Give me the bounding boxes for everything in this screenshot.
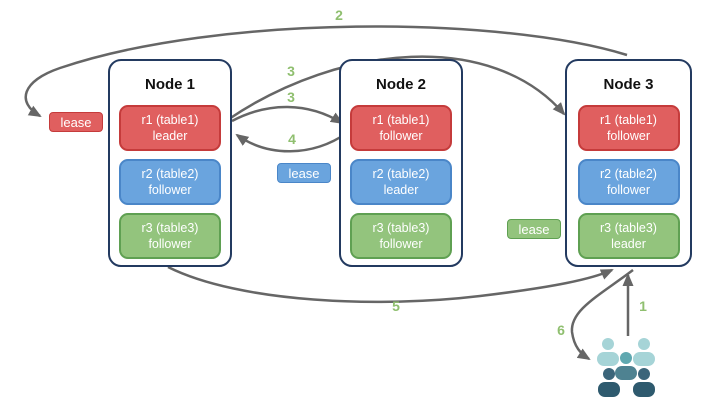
range-role: follower (148, 183, 192, 197)
range-role: leader (611, 237, 646, 251)
range-name: r1 (table1) (600, 112, 657, 127)
step-label-4: 4 (288, 131, 296, 147)
step-label-6: 6 (557, 322, 565, 338)
arrow-step-6-response (570, 269, 634, 361)
step-label-3b: 3 (287, 89, 295, 105)
node-1: Node 1 r1 (table1) leader r2 (table2) fo… (108, 59, 232, 267)
node-1-range-r1: r1 (table1) leader (119, 105, 221, 151)
lease-badge-r2: lease (277, 163, 331, 183)
node-2-title: Node 2 (375, 76, 426, 93)
lease-badge-r1: lease (49, 112, 103, 132)
node-2-range-r2: r2 (table2) leader (350, 159, 452, 205)
arrow-step-5-forward (167, 265, 614, 304)
node-2-range-r3: r3 (table3) follower (350, 213, 452, 259)
node-3-range-r3: r3 (table3) leader (577, 213, 680, 259)
node-3-title: Node 3 (603, 76, 654, 93)
range-name: r1 (table1) (141, 112, 199, 127)
step-label-2: 2 (335, 7, 343, 23)
range-name: r3 (table3) (372, 220, 430, 235)
range-name: r3 (table3) (600, 220, 657, 235)
node-3-range-r2: r2 (table2) follower (577, 159, 680, 205)
range-role: follower (379, 237, 423, 251)
range-name: r2 (table2) (600, 166, 657, 181)
node-2-range-r1: r1 (table1) follower (350, 105, 452, 151)
range-name: r2 (table2) (372, 166, 430, 181)
arrow-step-2-lease-transfer (24, 25, 628, 118)
range-name: r2 (table2) (141, 166, 199, 181)
range-role: leader (152, 129, 188, 143)
users-icon (597, 338, 655, 397)
range-name: r1 (table1) (372, 112, 430, 127)
step-label-1: 1 (639, 298, 647, 314)
node-1-range-r3: r3 (table3) follower (119, 213, 221, 259)
range-role: leader (383, 183, 419, 197)
lease-badge-r3: lease (507, 219, 561, 239)
arrow-step-3-replicate-node2 (231, 105, 344, 125)
range-role: follower (379, 129, 423, 143)
step-label-3a: 3 (287, 63, 295, 79)
range-name: r3 (table3) (141, 220, 199, 235)
arrow-step-3-replicate-node3 (228, 55, 566, 121)
node-2: Node 2 r1 (table1) follower r2 (table2) … (339, 59, 463, 267)
step-label-5: 5 (392, 298, 400, 314)
node-1-range-r2: r2 (table2) follower (119, 159, 221, 205)
range-role: follower (606, 183, 651, 197)
node-3-range-r1: r1 (table1) follower (577, 105, 680, 151)
range-role: follower (606, 129, 651, 143)
range-role: follower (148, 237, 192, 251)
node-1-title: Node 1 (144, 76, 195, 93)
node-3: Node 3 r1 (table1) follower r2 (table2) … (565, 59, 692, 267)
arrow-step-4-ack (235, 131, 348, 153)
